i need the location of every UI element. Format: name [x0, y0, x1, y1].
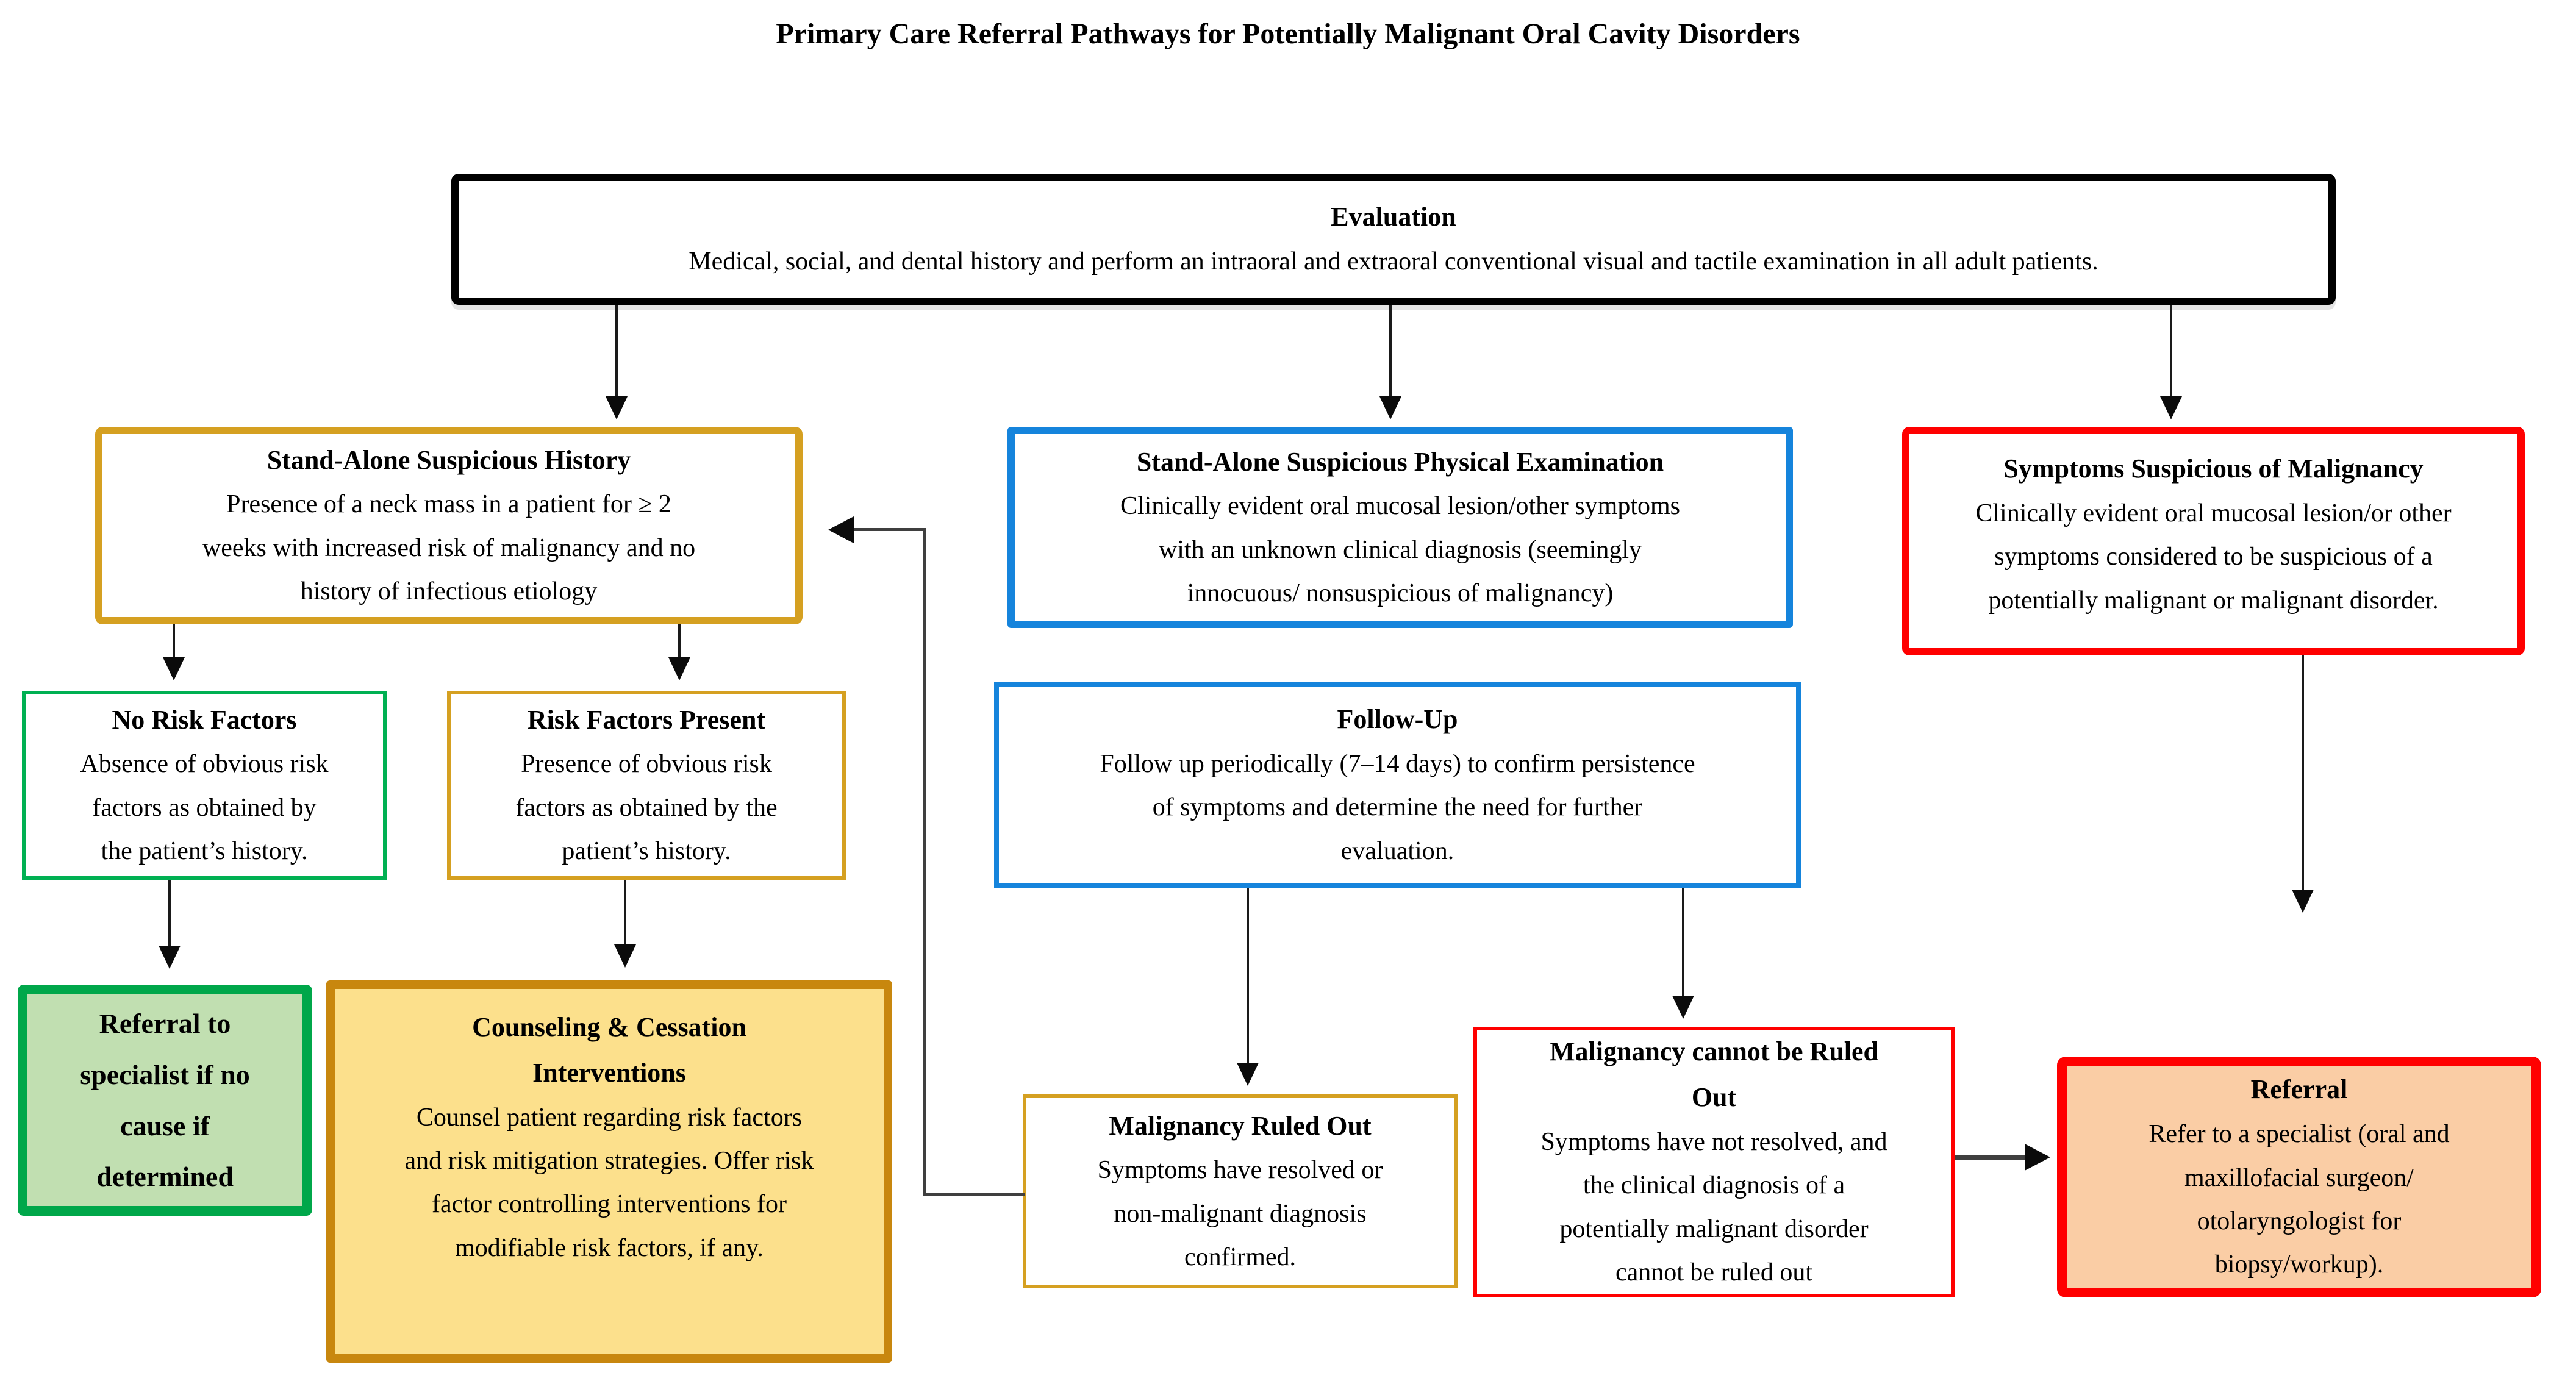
arrow-riskpresent-to-counseling-line: [624, 880, 626, 947]
arrow-eval-to-symptoms-head: [2160, 396, 2182, 419]
page-title: Primary Care Referral Pathways for Poten…: [776, 18, 1800, 50]
node-malignancy-cannot-be-ruled-out-body: Symptoms have not resolved, and the clin…: [1540, 1128, 1887, 1287]
node-risk-factors-present-title: Risk Factors Present: [527, 704, 766, 735]
arrow-followup-to-cannotruledout-line: [1682, 888, 1684, 998]
arrow-symptoms-to-referral-head: [2292, 890, 2314, 913]
node-evaluation-body: Medical, social, and dental history and …: [689, 248, 2098, 276]
node-suspicious-physical-exam: Stand-Alone Suspicious Physical Examinat…: [1007, 427, 1793, 628]
node-follow-up: Follow-Up Follow up periodically (7–14 d…: [994, 682, 1801, 888]
node-malignancy-ruled-out: Malignancy Ruled Out Symptoms have resol…: [1023, 1094, 1458, 1288]
node-referral-specialist-no-cause-body: Referral to specialist if no cause if de…: [80, 1008, 250, 1193]
node-malignancy-cannot-be-ruled-out: Malignancy cannot be Ruled Out Symptoms …: [1473, 1027, 1955, 1297]
arrow-history-to-norisk-head: [163, 657, 185, 680]
node-no-risk-factors-title: No Risk Factors: [112, 704, 297, 735]
node-suspicious-history: Stand-Alone Suspicious History Presence …: [95, 427, 803, 624]
node-malignancy-cannot-be-ruled-out-title: Malignancy cannot be Ruled Out: [1549, 1037, 1879, 1113]
feedback-ruledout-vertical-line: [923, 528, 926, 1196]
arrow-norisk-to-greenref-head: [159, 946, 181, 969]
node-counseling-cessation-body: Counsel patient regarding risk factors a…: [404, 1103, 814, 1262]
node-evaluation-title: Evaluation: [1331, 202, 1456, 232]
node-suspicious-physical-exam-body: Clinically evident oral mucosal lesion/o…: [1120, 492, 1680, 608]
arrow-history-to-riskpresent-line: [678, 624, 681, 660]
node-referral-title: Referral: [2250, 1074, 2348, 1105]
node-evaluation: Evaluation Medical, social, and dental h…: [451, 174, 2336, 305]
node-referral: Referral Refer to a specialist (oral and…: [2057, 1057, 2541, 1297]
feedback-ruledout-bottom-line: [923, 1193, 1025, 1196]
feedback-ruledout-to-history-head: [828, 516, 854, 543]
arrow-eval-to-symptoms-line: [2170, 305, 2172, 400]
node-follow-up-title: Follow-Up: [1337, 704, 1458, 735]
arrow-eval-to-physical-line: [1389, 305, 1392, 400]
arrow-riskpresent-to-counseling-head: [614, 944, 636, 968]
node-risk-factors-present: Risk Factors Present Presence of obvious…: [447, 691, 846, 880]
arrow-cannotruledout-to-referral-line: [1955, 1155, 2028, 1160]
node-symptoms-suspicious: Symptoms Suspicious of Malignancy Clinic…: [1902, 427, 2525, 655]
node-malignancy-ruled-out-title: Malignancy Ruled Out: [1109, 1110, 1372, 1141]
arrow-eval-to-physical-head: [1379, 396, 1401, 419]
node-risk-factors-present-body: Presence of obvious risk factors as obta…: [515, 750, 778, 866]
feedback-ruledout-top-line: [854, 528, 926, 531]
arrow-followup-to-ruledout-head: [1237, 1063, 1259, 1086]
arrow-eval-to-history-line: [615, 305, 618, 400]
arrow-history-to-norisk-line: [173, 624, 175, 660]
node-counseling-cessation-title: Counseling & Cessation Interventions: [472, 1012, 746, 1088]
node-suspicious-history-body: Presence of a neck mass in a patient for…: [202, 490, 696, 606]
arrow-followup-to-cannotruledout-head: [1672, 996, 1694, 1019]
node-no-risk-factors-body: Absence of obvious risk factors as obtai…: [80, 750, 329, 866]
arrow-followup-to-ruledout-line: [1247, 888, 1249, 1065]
node-referral-body: Refer to a specialist (oral and maxillof…: [2148, 1120, 2450, 1279]
arrow-norisk-to-greenref-line: [168, 880, 171, 948]
node-symptoms-suspicious-title: Symptoms Suspicious of Malignancy: [2003, 454, 2424, 484]
node-no-risk-factors: No Risk Factors Absence of obvious risk …: [22, 691, 387, 880]
arrow-cannotruledout-to-referral-head: [2025, 1144, 2050, 1171]
node-symptoms-suspicious-body: Clinically evident oral mucosal lesion/o…: [1975, 499, 2452, 615]
arrow-history-to-riskpresent-head: [668, 657, 690, 680]
node-suspicious-history-title: Stand-Alone Suspicious History: [267, 444, 631, 475]
node-referral-specialist-no-cause: Referral to specialist if no cause if de…: [18, 985, 312, 1216]
arrow-eval-to-history-head: [606, 396, 628, 419]
arrow-symptoms-to-referral-line: [2302, 655, 2304, 892]
node-counseling-cessation: Counseling & Cessation Interventions Cou…: [326, 980, 892, 1363]
node-suspicious-physical-exam-title: Stand-Alone Suspicious Physical Examinat…: [1136, 446, 1664, 477]
node-follow-up-body: Follow up periodically (7–14 days) to co…: [1100, 749, 1695, 865]
node-malignancy-ruled-out-body: Symptoms have resolved or non-malignant …: [1097, 1156, 1383, 1272]
